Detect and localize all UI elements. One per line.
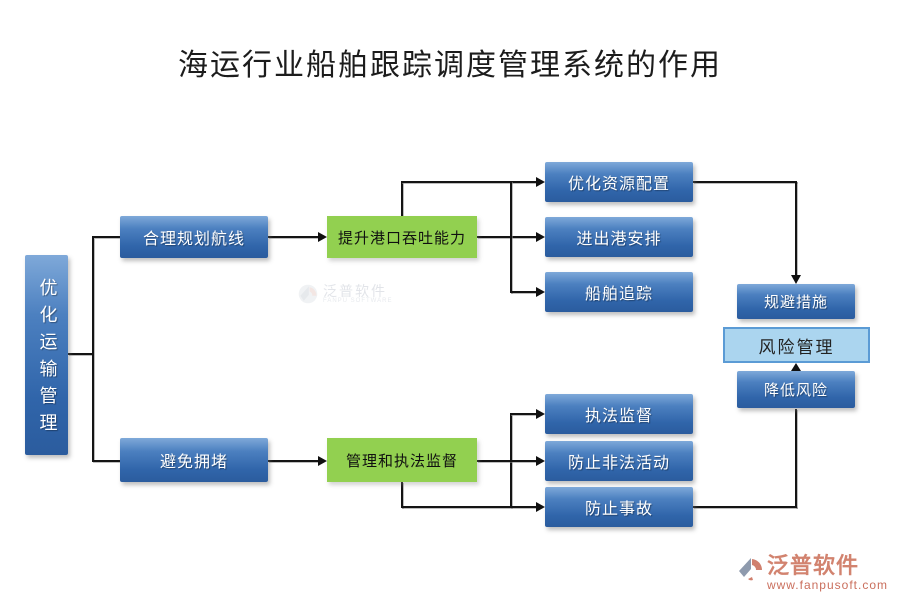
- node-label: 船舶追踪: [584, 284, 653, 303]
- footer-brand: 泛普软件 www.fanpusoft.com: [737, 555, 888, 592]
- connector-arrow: [536, 232, 545, 242]
- footer-brand-name: 泛普软件: [766, 553, 859, 579]
- connector-line: [477, 236, 536, 238]
- node-ship-tracking: 船舶追踪: [545, 272, 693, 312]
- connector-line: [401, 181, 403, 217]
- fanpu-watermark-icon: [298, 284, 318, 304]
- connector-line: [795, 181, 797, 276]
- watermark-subtitle: FANPU SOFTWARE: [323, 298, 393, 304]
- connector-line: [68, 353, 93, 355]
- node-label: 执法监督: [584, 406, 653, 425]
- node-label: 优化运输管理: [36, 278, 58, 440]
- connector-arrow: [536, 287, 545, 297]
- node-label: 进出港安排: [576, 229, 662, 248]
- node-label: 提升港口吞吐能力: [337, 228, 466, 247]
- node-label: 合理规划航线: [142, 229, 245, 248]
- connector-arrow: [536, 409, 545, 419]
- node-optimize-transport-management: 优化运输管理: [25, 255, 68, 455]
- connector-line: [268, 236, 318, 238]
- node-improve-port-throughput: 提升港口吞吐能力: [327, 216, 477, 258]
- connector-line: [477, 460, 536, 462]
- node-port-entry-exit-arrangement: 进出港安排: [545, 217, 693, 257]
- node-law-enforcement-supervision: 执法监督: [545, 394, 693, 434]
- connector-line: [268, 460, 318, 462]
- node-prevent-accidents: 防止事故: [545, 487, 693, 527]
- connector-arrow: [536, 177, 545, 187]
- footer-url: www.fanpusoft.com: [766, 578, 888, 592]
- connector-line: [693, 181, 797, 183]
- node-management-law-enforcement: 管理和执法监督: [327, 438, 477, 482]
- connector-line: [401, 482, 403, 508]
- connector-line: [94, 460, 120, 462]
- node-label: 防止事故: [584, 499, 653, 518]
- page-title: 海运行业船舶跟踪调度管理系统的作用: [178, 48, 722, 83]
- node-label: 规避措施: [763, 293, 828, 311]
- connector-line: [92, 236, 94, 462]
- node-label: 避免拥堵: [159, 452, 228, 471]
- connector-arrow: [536, 456, 545, 466]
- connector-line: [510, 291, 536, 293]
- connector-arrow: [536, 502, 545, 512]
- watermark-logo: 泛普软件 FANPU SOFTWARE: [297, 283, 392, 305]
- connector-line: [795, 409, 797, 508]
- node-label: 管理和执法监督: [345, 451, 458, 470]
- node-risk-management: 风险管理: [723, 327, 870, 363]
- footer-text: 泛普软件 www.fanpusoft.com: [767, 555, 888, 592]
- connector-line: [693, 506, 797, 508]
- watermark-brand: 泛普软件: [323, 283, 387, 299]
- connector-arrow: [791, 363, 801, 371]
- node-optimize-resource-allocation: 优化资源配置: [545, 162, 693, 202]
- node-avoid-congestion: 避免拥堵: [120, 438, 268, 482]
- connector-arrow: [791, 275, 801, 284]
- connector-line: [510, 181, 512, 293]
- node-label: 风险管理: [758, 337, 835, 358]
- node-label: 防止非法活动: [567, 453, 670, 472]
- node-plan-routes: 合理规划航线: [120, 216, 268, 258]
- fanpu-logo-icon: [738, 558, 762, 581]
- connector-arrow: [318, 232, 327, 242]
- connector-line: [94, 236, 120, 238]
- connector-line: [401, 181, 536, 183]
- node-prevent-illegal-activities: 防止非法活动: [545, 441, 693, 481]
- node-reduce-risk: 降低风险: [737, 371, 855, 408]
- connector-line: [401, 506, 536, 508]
- node-label: 优化资源配置: [567, 174, 670, 193]
- node-label: 降低风险: [763, 381, 828, 399]
- connector-line: [510, 413, 536, 415]
- connector-arrow: [318, 456, 327, 466]
- watermark-text: 泛普软件 FANPU SOFTWARE: [323, 284, 392, 304]
- node-avoidance-measures: 规避措施: [737, 284, 855, 319]
